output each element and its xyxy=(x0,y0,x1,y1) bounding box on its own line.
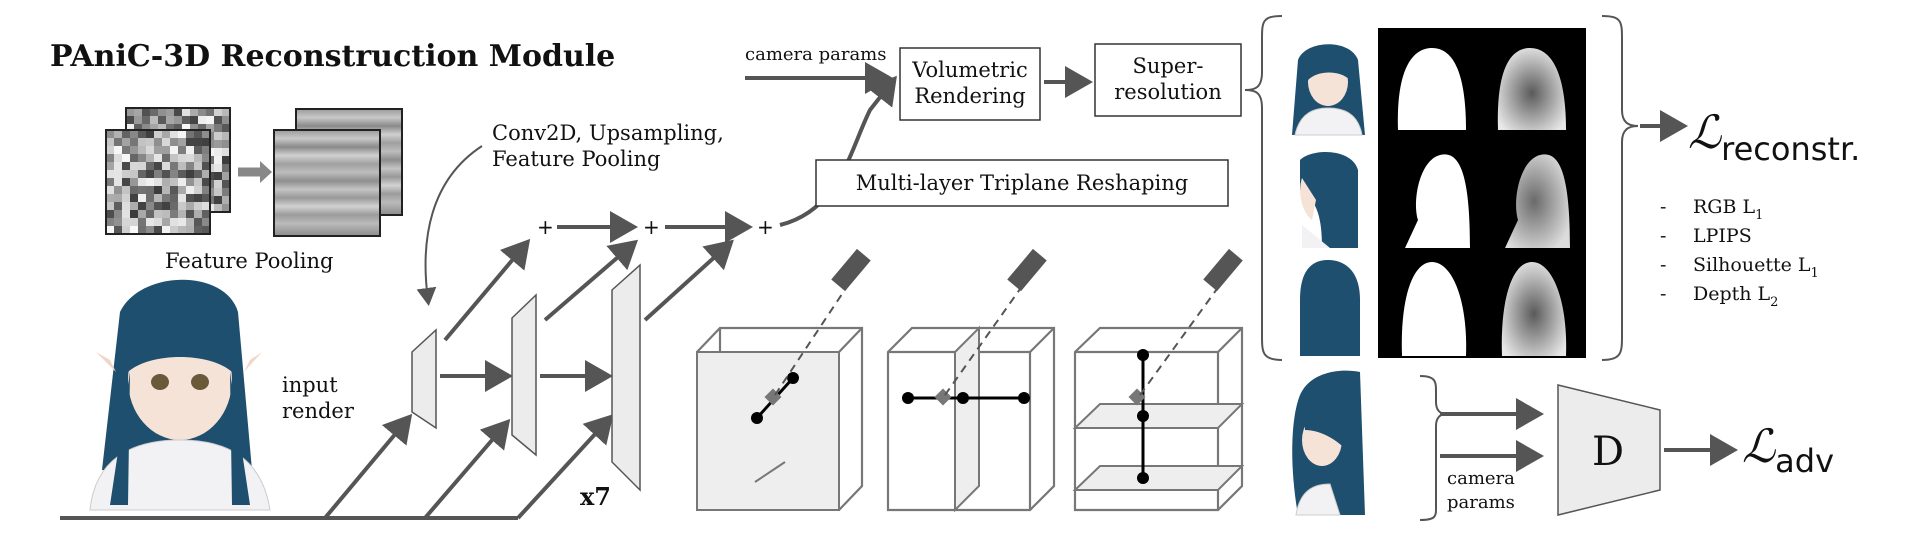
loss-adv-subscript: adv xyxy=(1775,442,1834,480)
encoder-input-arrows xyxy=(60,413,614,520)
input-render-label-line2: render xyxy=(282,399,355,423)
loss-item: LPIPS xyxy=(1693,225,1752,247)
input-render-label-line1: input xyxy=(282,373,338,397)
triplane-reshaping-label: Multi-layer Triplane Reshaping xyxy=(856,171,1189,195)
super-resolution-box xyxy=(1094,43,1242,117)
encoder-layer-1 xyxy=(411,328,437,430)
output-rgb-row-back xyxy=(1300,260,1360,356)
plus-3: + xyxy=(757,215,774,239)
encoder-layer-3 xyxy=(611,263,641,492)
loss-item: Depth L2 xyxy=(1693,283,1778,310)
loss-item-bullet: - xyxy=(1660,225,1666,247)
loss-symbol: ℒ xyxy=(1688,105,1722,159)
conv-annotation: Conv2D, Upsampling, Feature Pooling xyxy=(416,121,724,306)
conv-label-line2: Feature Pooling xyxy=(492,147,660,171)
loss-item: RGB L1 xyxy=(1693,196,1763,223)
encoder-layer-2 xyxy=(511,293,537,457)
encoder-layers: x7 xyxy=(411,238,734,511)
triplane-cube-1 xyxy=(696,248,871,511)
loss-item: Silhouette L1 xyxy=(1693,254,1819,281)
reconstruction-outputs xyxy=(1244,15,1688,361)
super-resolution-line1: Super- xyxy=(1133,54,1204,78)
loss-adv-symbol: ℒ xyxy=(1742,419,1776,473)
camera-params-top-label: camera params xyxy=(745,44,887,65)
loss-item-bullet: - xyxy=(1660,283,1666,305)
camera-params-bottom-line1: camera xyxy=(1447,468,1515,489)
adversarial-branch: camera params D ℒadv xyxy=(1292,370,1834,521)
discriminator-label: D xyxy=(1592,429,1624,475)
reconstruction-loss: ℒreconstr. - RGB L1 - LPIPS - Silhouette L1 - D… xyxy=(1660,105,1860,310)
volumetric-rendering-line2: Rendering xyxy=(914,84,1025,108)
volumetric-rendering-line1: Volumetric xyxy=(911,58,1027,82)
repeat-count-label: x7 xyxy=(580,482,611,511)
output-rgb-row-front xyxy=(1292,44,1365,136)
discriminator xyxy=(1557,384,1661,516)
feature-sum-chain: + + + xyxy=(537,75,897,243)
loss-items-list: - RGB L1 - LPIPS - Silhouette L1 - Depth L2 xyxy=(1660,196,1819,310)
input-render-character: input render xyxy=(89,279,355,511)
pooled-feature-map-front xyxy=(273,129,381,237)
noise-feature-map-front xyxy=(105,129,211,235)
loss-item-bullet: - xyxy=(1660,254,1666,276)
loss-reconstr-label: ℒreconstr. xyxy=(1688,105,1860,168)
plus-2: + xyxy=(643,215,660,239)
loss-reconstr-subscript: reconstr. xyxy=(1721,130,1860,168)
triplane-cube-2 xyxy=(886,248,1056,513)
super-resolution-line2: resolution xyxy=(1114,80,1221,104)
page-title: PAniC-3D Reconstruction Module xyxy=(50,39,615,74)
triplane-cube-3 xyxy=(1072,248,1245,512)
feature-pooling-illustration: Feature Pooling xyxy=(105,107,403,273)
loss-adv-label: ℒadv xyxy=(1742,419,1834,480)
rendering-pipeline: camera params Volumetric Rendering Super… xyxy=(745,43,1242,207)
loss-item-bullet: - xyxy=(1660,196,1666,218)
plus-1: + xyxy=(537,215,554,239)
triplane-reshaping-box xyxy=(815,159,1229,207)
volumetric-rendering-box xyxy=(899,47,1041,121)
conv-label-line1: Conv2D, Upsampling, xyxy=(492,121,724,145)
camera-params-bottom-line2: params xyxy=(1447,492,1515,513)
output-rgb-row-side xyxy=(1300,151,1358,248)
feature-pooling-label: Feature Pooling xyxy=(165,249,333,273)
